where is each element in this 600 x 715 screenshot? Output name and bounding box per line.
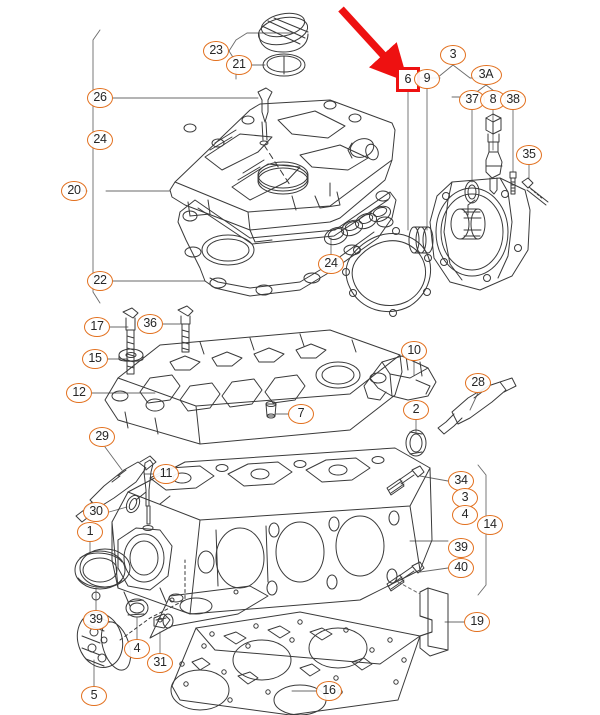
callout-11[interactable]: 11 <box>153 464 179 484</box>
callout-4[interactable]: 4 <box>452 505 478 525</box>
sensor-bolt-part <box>509 171 517 195</box>
callout-20[interactable]: 20 <box>61 181 87 201</box>
valve-cover-part <box>169 99 396 243</box>
cam-end-seal-part <box>405 429 427 457</box>
callout-36[interactable]: 36 <box>137 314 163 334</box>
dipstick-part <box>257 87 291 186</box>
callout-21[interactable]: 21 <box>226 55 252 75</box>
filler-cap-seal-part <box>262 53 306 77</box>
callout-17[interactable]: 17 <box>84 317 110 337</box>
callout-12[interactable]: 12 <box>66 383 92 403</box>
cam-bracket-part <box>363 355 437 401</box>
callout-5[interactable]: 5 <box>81 686 107 706</box>
callout-40[interactable]: 40 <box>448 558 474 578</box>
o-ring-seal-part <box>464 180 480 204</box>
callout-16[interactable]: 16 <box>316 681 342 701</box>
callout-7[interactable]: 7 <box>288 404 314 424</box>
oil-filler-cap-part <box>257 12 309 53</box>
cylinder-head-gasket-part <box>149 585 421 715</box>
callout-4[interactable]: 4 <box>124 639 150 659</box>
callout-15[interactable]: 15 <box>82 349 108 369</box>
callout-35[interactable]: 35 <box>516 145 542 165</box>
dowel-pin-left-part <box>91 591 101 601</box>
locating-plate-part <box>397 581 449 657</box>
callout-29[interactable]: 29 <box>89 427 115 447</box>
callout-9[interactable]: 9 <box>414 69 440 89</box>
callout-1[interactable]: 1 <box>77 522 103 542</box>
callout-14[interactable]: 14 <box>477 515 503 535</box>
cylinder-head-upper-part <box>104 329 403 445</box>
callout-26[interactable]: 26 <box>87 88 113 108</box>
seal-ring-bottom-part <box>125 598 149 618</box>
callout-19[interactable]: 19 <box>464 612 490 632</box>
timing-cover-gasket-part <box>342 227 432 317</box>
callout-24[interactable]: 24 <box>318 254 344 274</box>
screw-plug-part <box>153 613 174 629</box>
callout-3A[interactable]: 3A <box>470 65 502 85</box>
callout-38[interactable]: 38 <box>500 90 526 110</box>
callout-30[interactable]: 30 <box>83 502 109 522</box>
valve-stem-seal-part <box>265 401 277 419</box>
callout-23[interactable]: 23 <box>203 41 229 61</box>
valve-part <box>142 459 154 531</box>
callout-39[interactable]: 39 <box>83 610 109 630</box>
callout-31[interactable]: 31 <box>147 653 173 673</box>
callout-28[interactable]: 28 <box>465 373 491 393</box>
camshaft-housing-cover-part <box>429 177 531 291</box>
head-bolt-upper-part <box>386 465 425 496</box>
callout-24[interactable]: 24 <box>87 130 113 150</box>
callout-10[interactable]: 10 <box>401 341 427 361</box>
callout-3[interactable]: 3 <box>440 45 466 65</box>
callout-22[interactable]: 22 <box>87 271 113 291</box>
callout-39[interactable]: 39 <box>448 538 474 558</box>
callout-2[interactable]: 2 <box>403 400 429 420</box>
head-bolt-lower-part <box>386 561 425 592</box>
cam-seal-rings-part <box>408 226 434 254</box>
crankshaft-seal-part <box>74 548 131 590</box>
spark-plug-well-seals-part <box>323 205 392 246</box>
camshaft-sensor-part <box>485 113 503 195</box>
small-seal-ring-part <box>125 494 141 514</box>
leader-lines <box>78 29 530 692</box>
washer-part <box>118 348 144 362</box>
housing-bolt-part <box>521 177 549 206</box>
small-bolt-part <box>177 305 194 353</box>
